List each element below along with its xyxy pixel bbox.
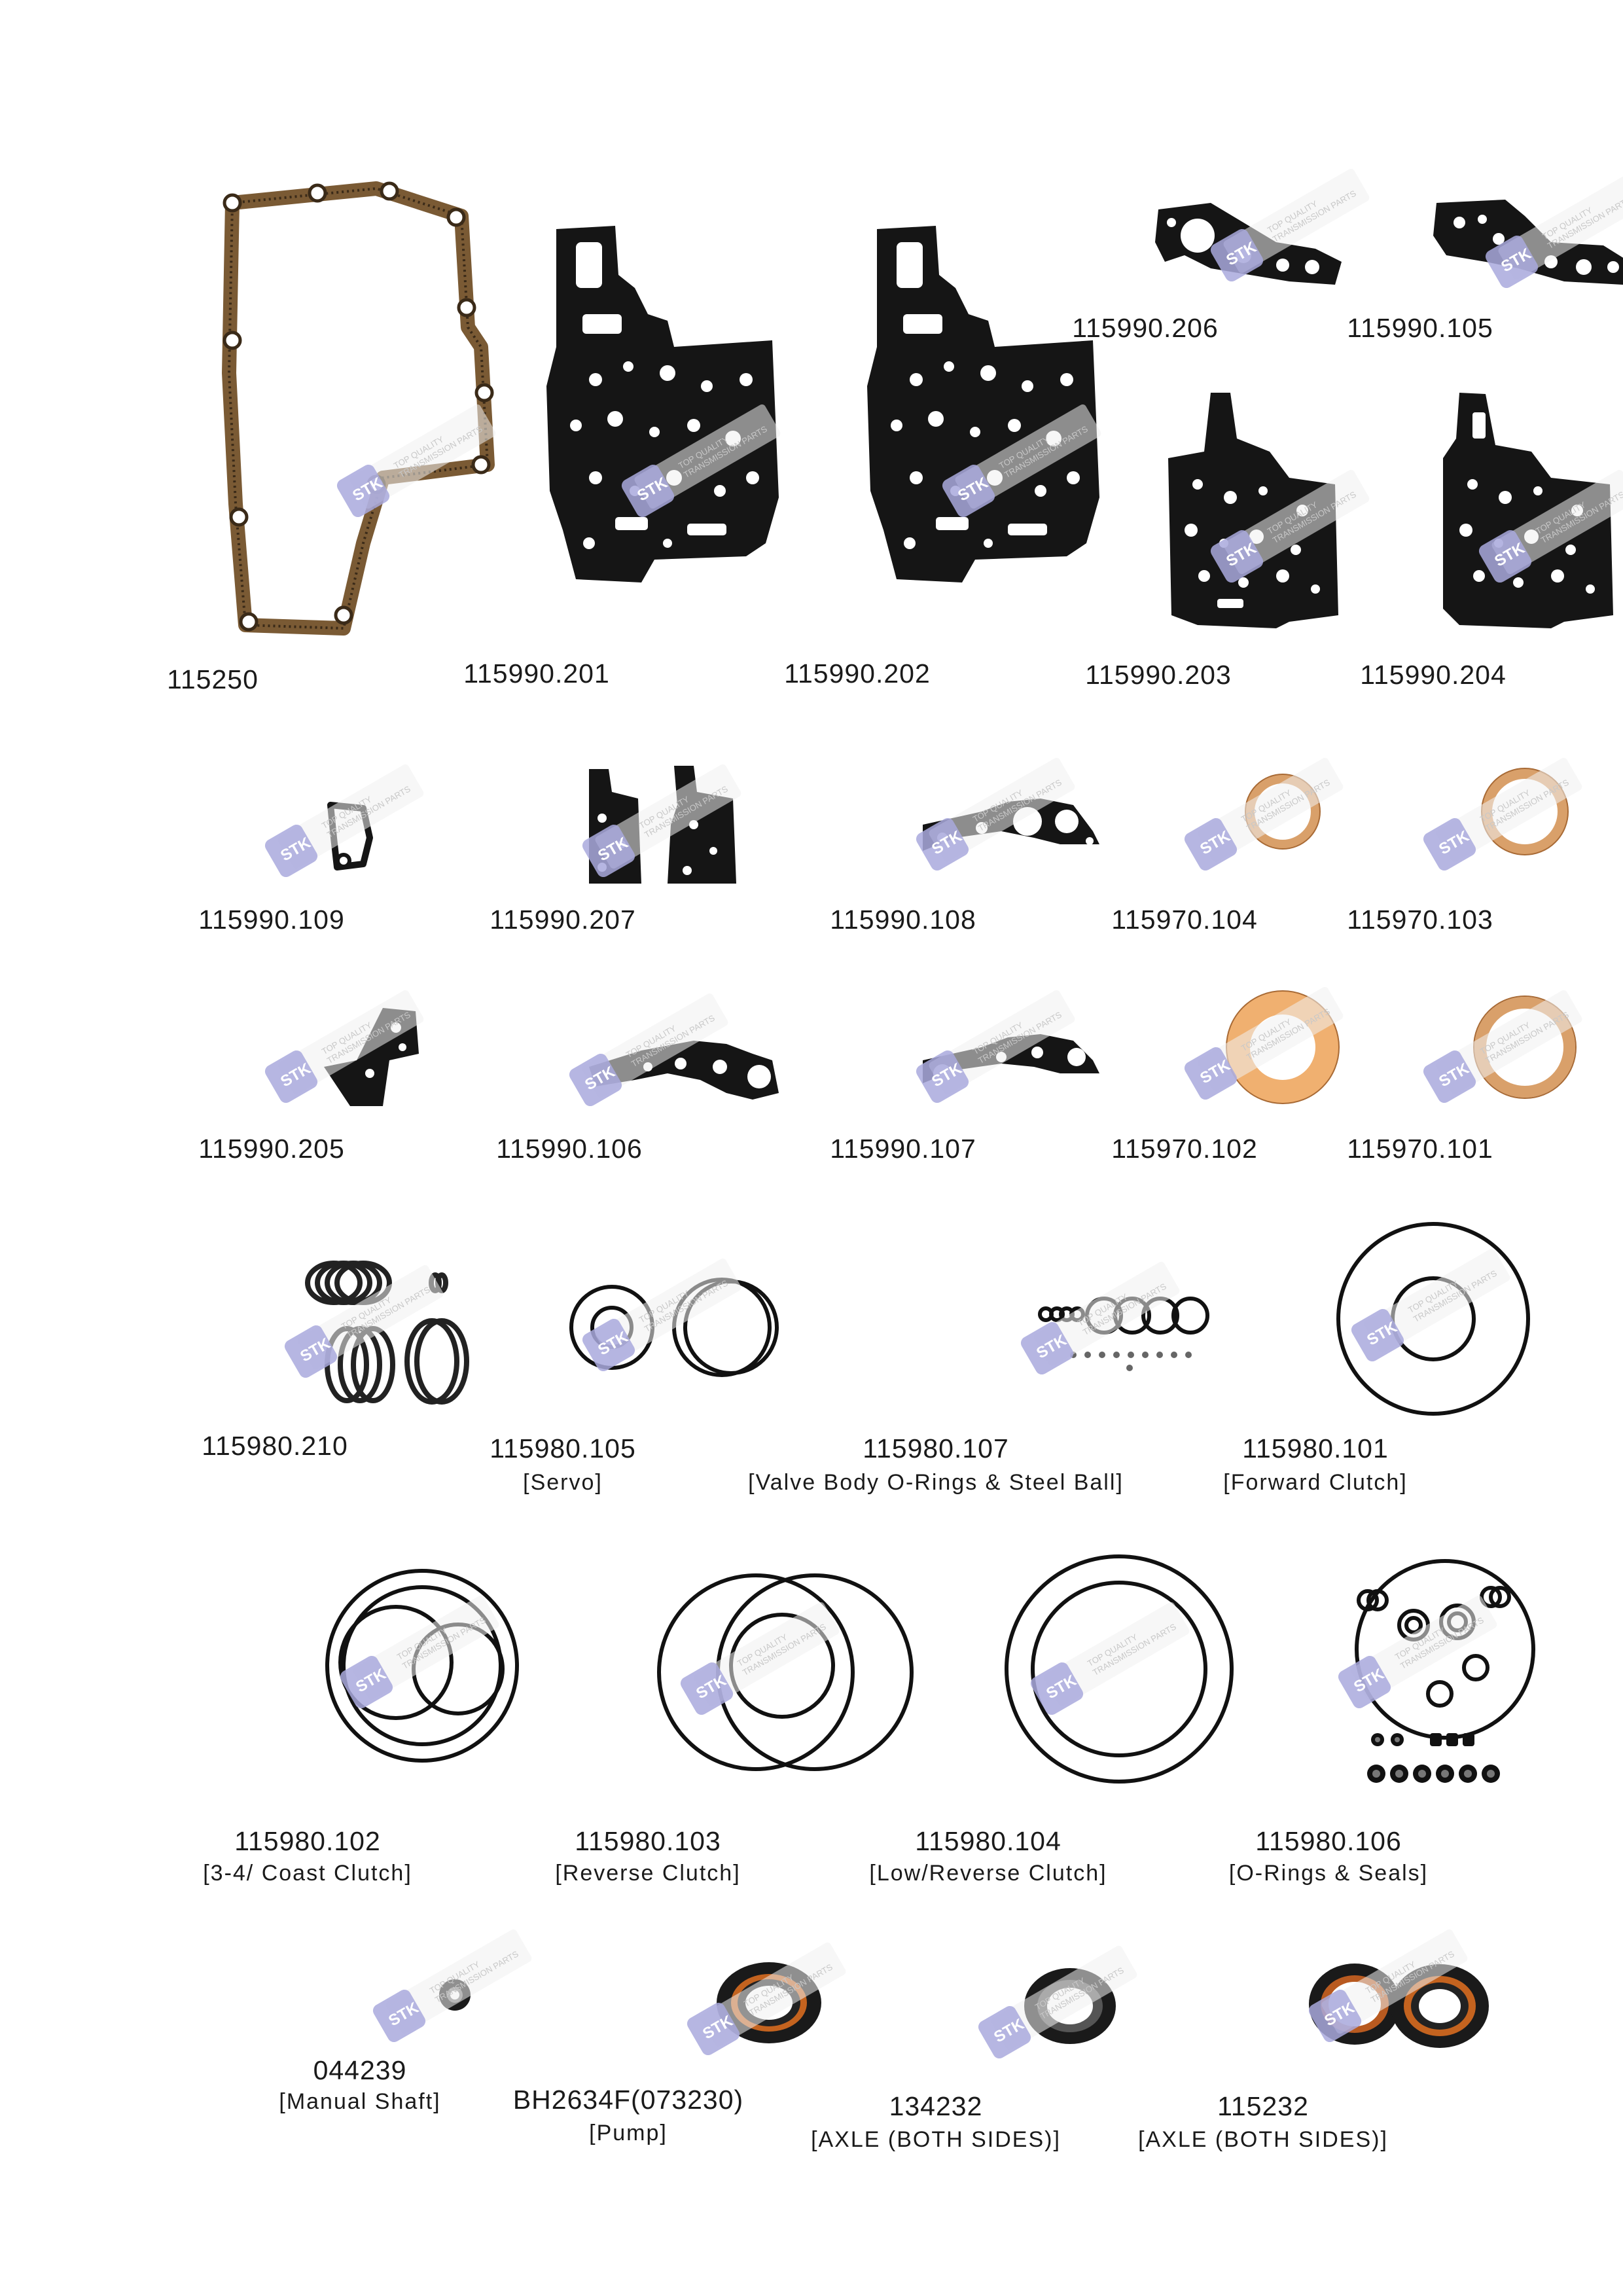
part-115970.104: 115970.104 bbox=[1086, 753, 1345, 935]
part-code: 044239 bbox=[313, 2055, 407, 2085]
part-description: [AXLE (BOTH SIDES)] bbox=[1138, 2127, 1388, 2152]
part-code: 115990.201 bbox=[463, 658, 610, 689]
part-115990.107: 115990.107 bbox=[785, 982, 1099, 1164]
part-code: 115990.105 bbox=[1347, 313, 1493, 343]
part-code: 115990.207 bbox=[490, 905, 636, 935]
part-code: 115980.104 bbox=[915, 1826, 1061, 1856]
part-115980.104: 115980.104 [Low/Reverse Clutch] bbox=[857, 1551, 1234, 1892]
part-code: 115990.206 bbox=[1072, 313, 1219, 343]
small-gasket-image bbox=[262, 988, 425, 1106]
oil-seal-image bbox=[976, 1944, 1139, 2061]
oil-seal-image bbox=[1306, 1928, 1489, 2048]
part-115990.207: 115990.207 bbox=[465, 753, 743, 935]
pump-gasket-image bbox=[914, 756, 1099, 873]
part-115250: 115250 bbox=[72, 177, 497, 700]
part-115990.206: 115990.206 bbox=[1034, 167, 1371, 360]
part-115970.102: 115970.102 bbox=[1086, 982, 1345, 1164]
part-115980.106: 115980.106 [O-Rings & Seals] bbox=[1211, 1551, 1535, 1892]
part-code: 115970.102 bbox=[1111, 1134, 1258, 1164]
part-description: [Low/Reverse Clutch] bbox=[869, 1861, 1107, 1886]
part-code: 115990.107 bbox=[830, 1134, 976, 1164]
part-115990.205: 115990.205 bbox=[170, 982, 425, 1164]
part-code: 115970.101 bbox=[1347, 1134, 1493, 1164]
part-115990.201: 115990.201 bbox=[406, 216, 782, 689]
part-code: 115990.204 bbox=[1360, 660, 1507, 690]
o-rings-image bbox=[657, 1573, 914, 1771]
part-115980.102: 115980.102 [3-4/ Coast Clutch] bbox=[190, 1551, 519, 1892]
part-115980.101: 115980.101 [Forward Clutch] bbox=[1198, 1204, 1530, 1505]
sealing-rings-image bbox=[282, 1261, 469, 1405]
part-description: [O-Rings & Seals] bbox=[1228, 1861, 1429, 1886]
bonded-ring-image bbox=[1421, 988, 1584, 1105]
part-code: 115980.107 bbox=[863, 1433, 1009, 1463]
part-code: 115970.103 bbox=[1347, 905, 1493, 935]
part-code: 115990.205 bbox=[198, 1134, 345, 1164]
o-rings-balls-image bbox=[1018, 1260, 1209, 1377]
cork-pan-gasket-image bbox=[222, 181, 497, 636]
part-code: 115980.106 bbox=[1255, 1826, 1402, 1856]
part-code: 115990.106 bbox=[496, 1134, 643, 1164]
part-115980.103: 115980.103 [Reverse Clutch] bbox=[510, 1551, 914, 1892]
part-code: 115980.101 bbox=[1242, 1433, 1389, 1463]
part-BH2634F: BH2634F(073230) [Pump] bbox=[497, 1918, 847, 2145]
part-code: 115250 bbox=[167, 664, 259, 694]
part-description: [Reverse Clutch] bbox=[555, 1861, 741, 1886]
part-description: [Manual Shaft] bbox=[279, 2089, 441, 2114]
part-code: 115980.103 bbox=[575, 1826, 721, 1856]
tiny-gasket-image bbox=[262, 762, 425, 880]
part-code: 134232 bbox=[889, 2091, 983, 2121]
part-code: 115990.202 bbox=[784, 658, 931, 689]
o-rings-seals-image bbox=[1336, 1559, 1535, 1783]
o-rings-image bbox=[1336, 1222, 1530, 1416]
part-description: [3-4/ Coast Clutch] bbox=[203, 1861, 412, 1886]
bonded-ring-image bbox=[1182, 985, 1345, 1104]
small-gasket-image bbox=[567, 992, 779, 1109]
oil-seal-image bbox=[685, 1941, 847, 2058]
part-code: 115980.105 bbox=[490, 1433, 636, 1463]
o-rings-image bbox=[1005, 1554, 1234, 1784]
small-gasket-image bbox=[1433, 173, 1623, 291]
part-044239: 044239 [Manual Shaft] bbox=[255, 1918, 533, 2134]
o-rings-image bbox=[569, 1257, 779, 1377]
bonded-ring-image bbox=[1421, 756, 1584, 873]
oil-seal-image bbox=[370, 1928, 533, 2045]
plate-gasket-image bbox=[1443, 393, 1623, 628]
part-code: 115970.104 bbox=[1111, 905, 1258, 935]
part-115990.106: 115990.106 bbox=[458, 982, 779, 1164]
valve-body-gasket-image bbox=[546, 226, 782, 583]
part-134232: 134232 [AXLE (BOTH SIDES)] bbox=[805, 1918, 1139, 2152]
part-description: [Servo] bbox=[523, 1470, 603, 1495]
small-gasket-image bbox=[1155, 167, 1371, 285]
part-115980.210: 115980.210 bbox=[164, 1230, 469, 1466]
part-115990.202: 115990.202 bbox=[726, 216, 1103, 689]
part-description: [Forward Clutch] bbox=[1223, 1470, 1408, 1495]
part-115990.108: 115990.108 bbox=[785, 753, 1099, 935]
part-description: [Valve Body O-Rings & Steel Ball] bbox=[748, 1470, 1124, 1495]
part-description: [Pump] bbox=[589, 2121, 668, 2145]
part-code: 115990.109 bbox=[198, 905, 345, 935]
bonded-ring-image bbox=[1182, 756, 1345, 873]
valve-body-gasket-image bbox=[867, 226, 1103, 583]
o-rings-image bbox=[325, 1569, 519, 1763]
part-115990.105: 115990.105 bbox=[1309, 173, 1623, 360]
part-115980.105: 115980.105 [Servo] bbox=[452, 1230, 779, 1505]
part-115990.203: 115990.203 bbox=[1060, 386, 1371, 694]
part-code: 115980.102 bbox=[234, 1826, 381, 1856]
part-115970.103: 115970.103 bbox=[1322, 753, 1584, 935]
twin-gasket-image bbox=[580, 762, 743, 884]
part-code: 115990.203 bbox=[1085, 660, 1232, 690]
part-code: BH2634F(073230) bbox=[512, 2085, 744, 2115]
pump-gasket-image bbox=[914, 988, 1099, 1105]
part-code: 115990.108 bbox=[830, 905, 976, 935]
part-115990.204: 115990.204 bbox=[1335, 386, 1623, 694]
part-115980.107: 115980.107 [Valve Body O-Rings & Steel B… bbox=[740, 1230, 1209, 1505]
part-115990.109: 115990.109 bbox=[170, 753, 425, 935]
part-115232: 115232 [AXLE (BOTH SIDES)] bbox=[1126, 1918, 1489, 2152]
plate-gasket-image bbox=[1168, 393, 1371, 628]
part-115970.101: 115970.101 bbox=[1322, 982, 1584, 1164]
part-description: [AXLE (BOTH SIDES)] bbox=[811, 2127, 1061, 2152]
part-code: 115980.210 bbox=[202, 1431, 348, 1461]
part-code: 115232 bbox=[1217, 2091, 1309, 2121]
